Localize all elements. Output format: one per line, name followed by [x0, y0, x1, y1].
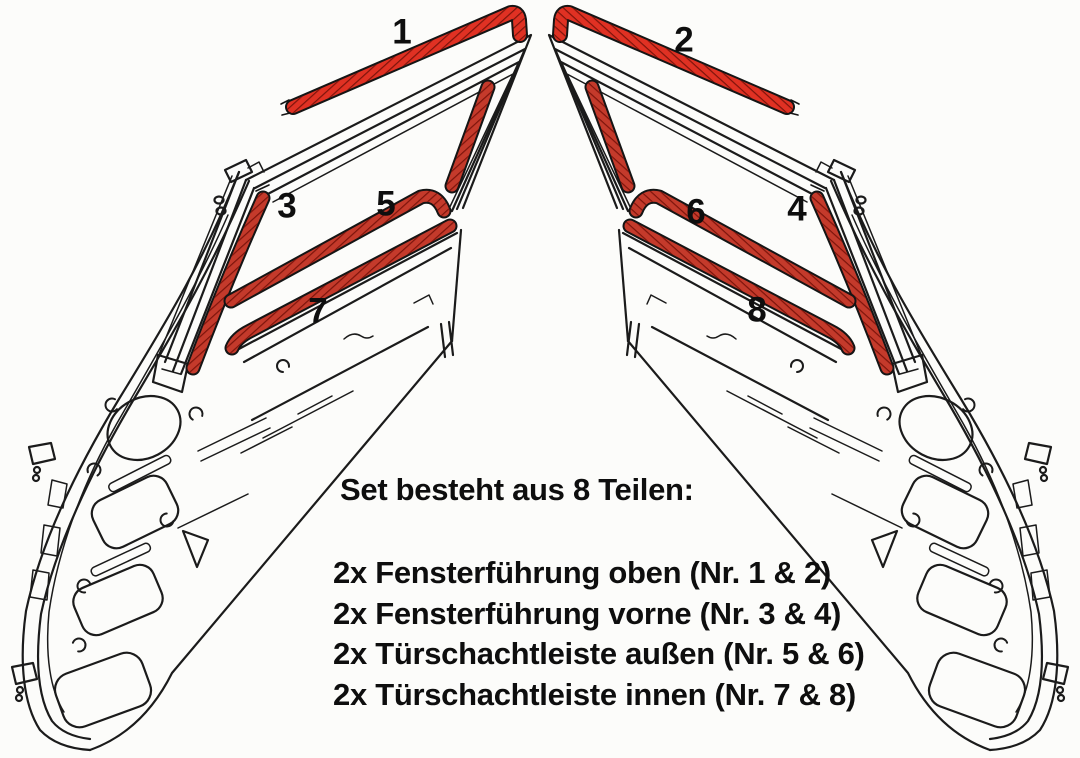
- part-number-1: 1: [392, 12, 412, 52]
- legend-item-4: 2x Türschachtleiste innen (Nr. 7 & 8): [333, 676, 856, 712]
- part-number-5: 5: [376, 184, 396, 224]
- part-number-8: 8: [747, 290, 767, 330]
- part-number-7: 7: [308, 291, 328, 331]
- part-number-4: 4: [787, 189, 807, 229]
- legend-item-2: 2x Fensterführung vorne (Nr. 3 & 4): [333, 595, 841, 631]
- legend-items: 2x Fensterführung oben (Nr. 1 & 2) 2x Fe…: [333, 553, 865, 715]
- part-number-2: 2: [674, 20, 694, 60]
- legend-item-3: 2x Türschachtleiste außen (Nr. 5 & 6): [333, 636, 865, 671]
- part-number-3: 3: [277, 186, 297, 226]
- part-number-6: 6: [686, 192, 706, 232]
- legend: Set besteht aus 8 Teilen: 2x Fensterführ…: [333, 470, 865, 715]
- legend-item-1: 2x Fensterführung oben (Nr. 1 & 2): [333, 555, 831, 590]
- legend-title: Set besteht aus 8 Teilen:: [340, 472, 694, 507]
